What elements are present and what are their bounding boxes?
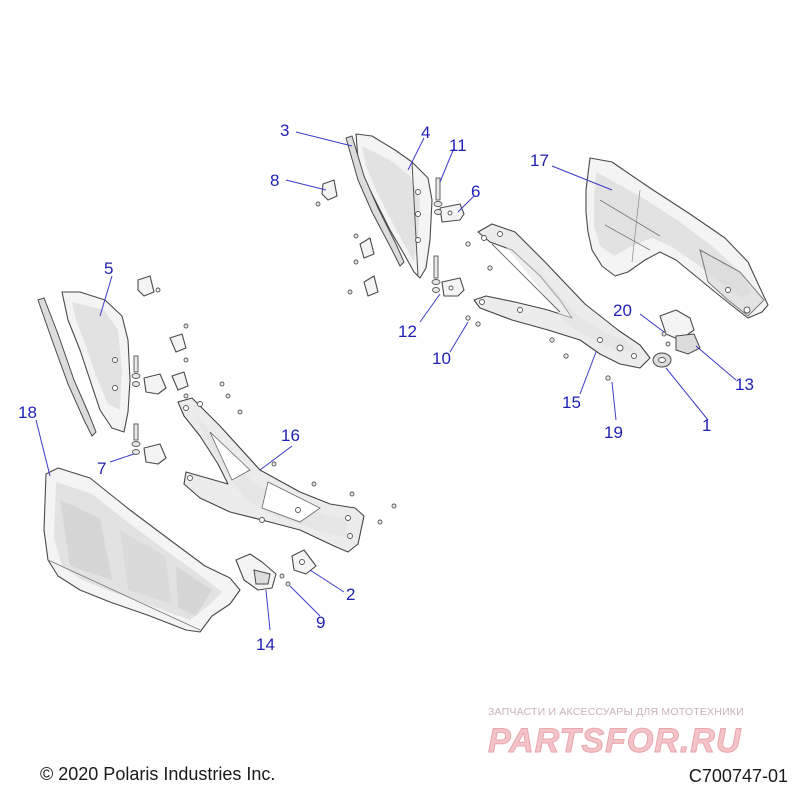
callout-10: 10 (432, 349, 451, 368)
part-6-upper-hinge (439, 203, 465, 223)
part-12-lower-hinge (441, 277, 465, 297)
watermark-tagline: ЗАПЧАСТИ И АКСЕССУАРЫ ДЛЯ МОТОТЕХНИКИ (488, 706, 744, 718)
part-2-front-latch-plate (291, 549, 317, 575)
callout-7: 7 (97, 459, 106, 478)
callout-2: 2 (346, 585, 355, 604)
callout-5: 5 (104, 259, 113, 278)
part-7-lower-hinges (131, 355, 167, 465)
part-1-rear-latch-plate (652, 352, 672, 368)
watermark-brand: PARTSFOR.RU (488, 722, 742, 760)
part-3-upper-door-seal (345, 135, 405, 267)
drawing-number: C700747-01 (688, 766, 788, 786)
lower-hinge-covers (137, 275, 243, 415)
callout-11: 11 (449, 136, 467, 155)
part-14-front-latch (235, 553, 277, 591)
callout-3: 3 (280, 121, 289, 140)
part-9-latch-bolts (279, 573, 291, 587)
callout-4: 4 (421, 123, 430, 142)
part-18-front-door-outer-panel (43, 467, 241, 633)
lower-door-seal-strip (37, 297, 97, 437)
callout-20: 20 (613, 301, 632, 320)
leader-lines (35, 131, 737, 631)
callout-17: 17 (530, 151, 549, 170)
callout-19: 19 (604, 423, 623, 442)
part-15-rear-door-frame (473, 223, 651, 369)
copyright-notice: © 2020 Polaris Industries Inc. (40, 764, 276, 784)
part-11-hinge-bolts (431, 177, 443, 293)
callout-15: 15 (562, 393, 581, 412)
front-frame-bolts (271, 461, 397, 525)
callout-9: 9 (316, 613, 325, 632)
part-8-upper-hinge-covers (315, 179, 379, 297)
callout-14: 14 (256, 635, 275, 654)
callout-16: 16 (281, 426, 300, 445)
part-16-front-door-frame (177, 397, 365, 553)
part-4-upper-door-panel (355, 133, 433, 279)
part-5-lower-door-panel (61, 291, 131, 433)
callout-13: 13 (735, 375, 754, 394)
part-13-rear-latch-body (661, 331, 701, 355)
callout-1: 1 (702, 416, 711, 435)
part-10-small-bolts (465, 241, 611, 381)
callout-12: 12 (398, 322, 417, 341)
callout-18: 18 (18, 403, 37, 422)
callout-6: 6 (471, 182, 480, 201)
part-17-rear-door-panel (585, 157, 769, 319)
watermark-logo: PARTSFOR.RU (488, 722, 742, 761)
callout-8: 8 (270, 171, 279, 190)
callout-labels: 1 2 3 4 5 6 7 8 9 10 11 12 13 14 15 16 1… (18, 121, 754, 654)
